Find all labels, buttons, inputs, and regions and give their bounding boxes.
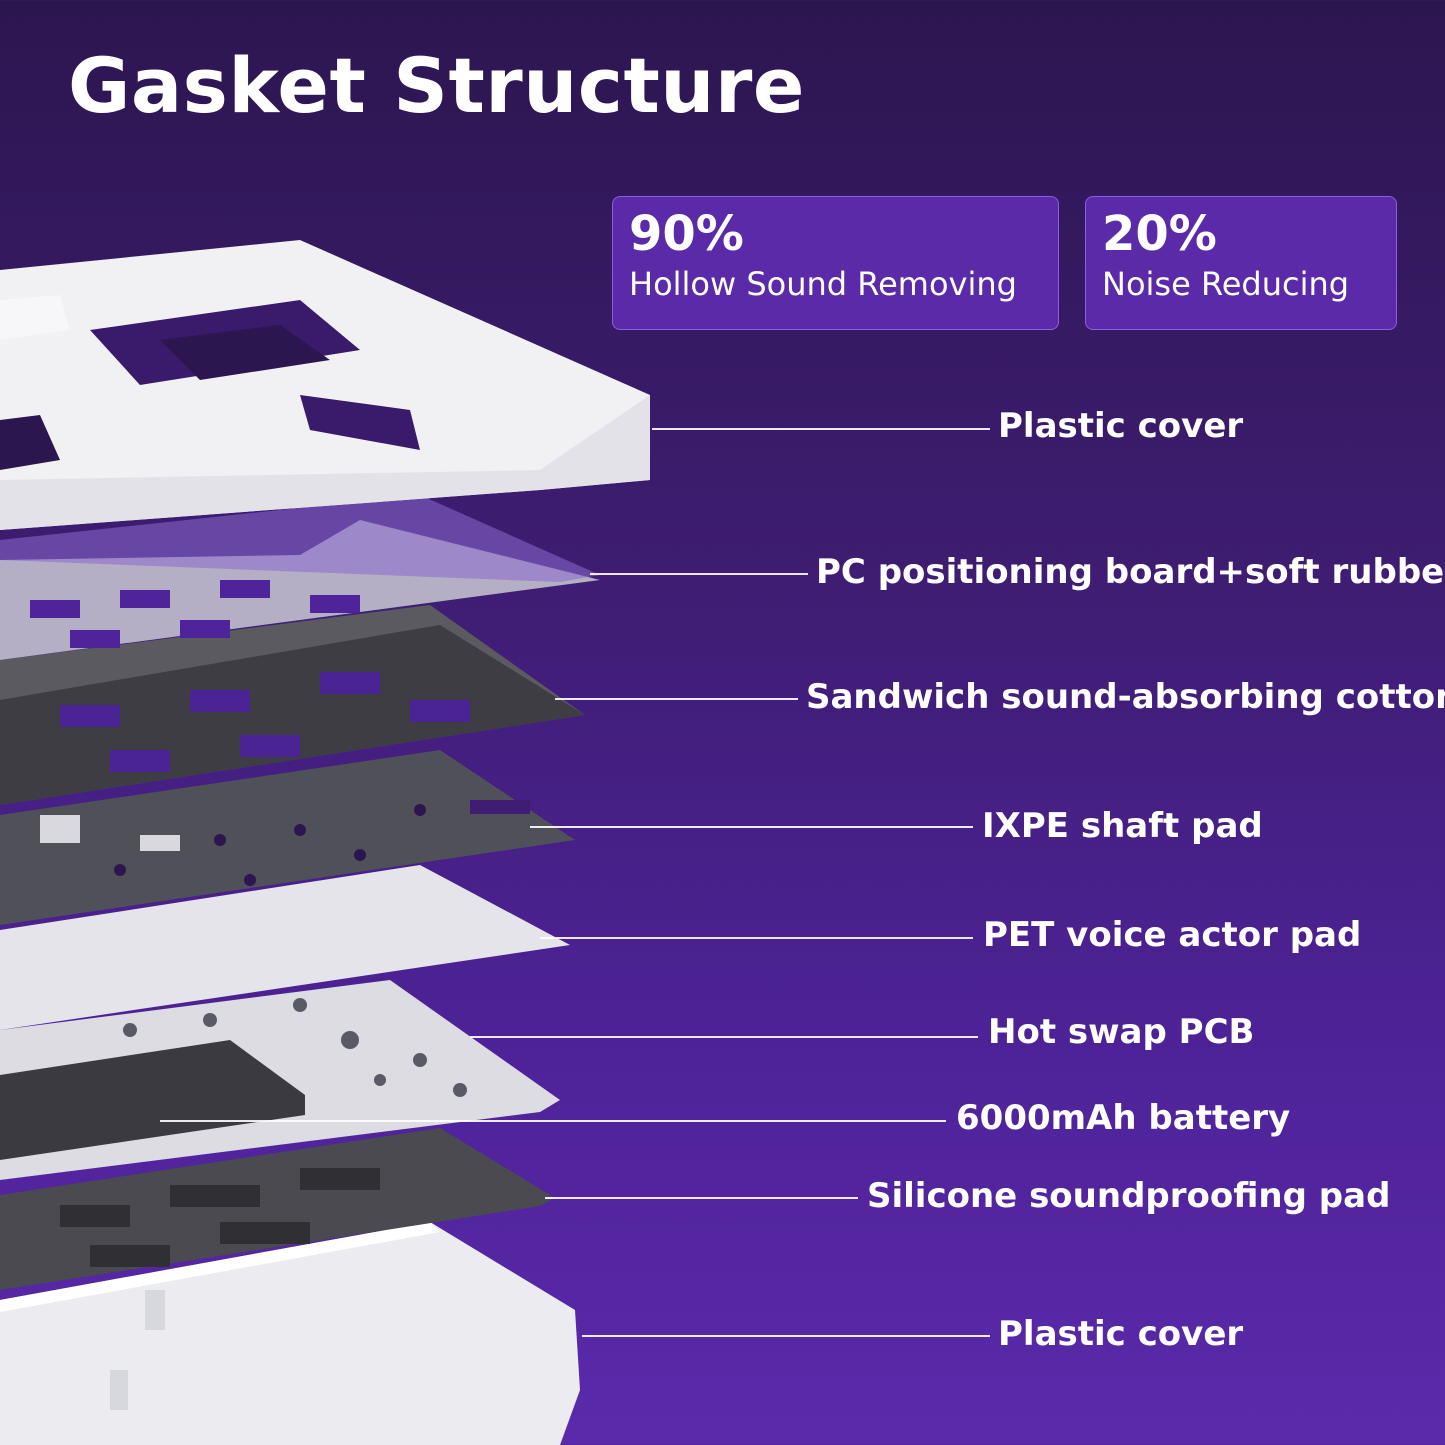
layer-label-plastic-cover-bottom: Plastic cover — [998, 1314, 1244, 1354]
leader-line — [540, 937, 973, 939]
battery-shape — [0, 1040, 305, 1160]
leader-line — [582, 1335, 990, 1337]
layer-label-ixpe: IXPE shaft pad — [982, 806, 1263, 846]
stat-label: Noise Reducing — [1102, 265, 1350, 304]
stat-value: 90% — [629, 206, 744, 262]
ixpe-pad-shape — [0, 750, 575, 925]
leader-line — [652, 428, 990, 430]
bottom-plastic-cover-shape — [0, 1222, 580, 1445]
layer-label-battery: 6000mAh battery — [956, 1098, 1291, 1138]
pc-board-shape — [0, 495, 600, 660]
layer-label-pcb: Hot swap PCB — [988, 1012, 1255, 1052]
page-title: Gasket Structure — [68, 41, 805, 130]
top-plastic-cover-shape — [0, 240, 650, 530]
leader-line — [160, 1120, 946, 1122]
cotton-shape — [0, 605, 585, 805]
leader-line — [530, 826, 973, 828]
stat-value: 20% — [1102, 206, 1217, 262]
leader-line — [470, 1036, 978, 1038]
layer-label-plastic-cover-top: Plastic cover — [998, 406, 1244, 446]
leader-line — [555, 698, 798, 700]
leader-line — [545, 1197, 858, 1199]
stat-card-hollow-sound: 90% Hollow Sound Removing — [612, 196, 1059, 330]
stat-card-noise-reducing: 20% Noise Reducing — [1085, 196, 1397, 330]
stat-label: Hollow Sound Removing — [629, 265, 1017, 304]
pet-pad-shape — [0, 865, 570, 1030]
leader-line — [590, 573, 808, 575]
layer-label-cotton: Sandwich sound-absorbing cotton — [806, 677, 1445, 717]
layer-label-silicone: Silicone soundproofing pad — [867, 1176, 1391, 1216]
layer-label-pc-board: PC positioning board+soft rubber — [816, 552, 1445, 592]
layer-label-pet: PET voice actor pad — [983, 915, 1362, 955]
silicone-pad-shape — [0, 1128, 555, 1290]
